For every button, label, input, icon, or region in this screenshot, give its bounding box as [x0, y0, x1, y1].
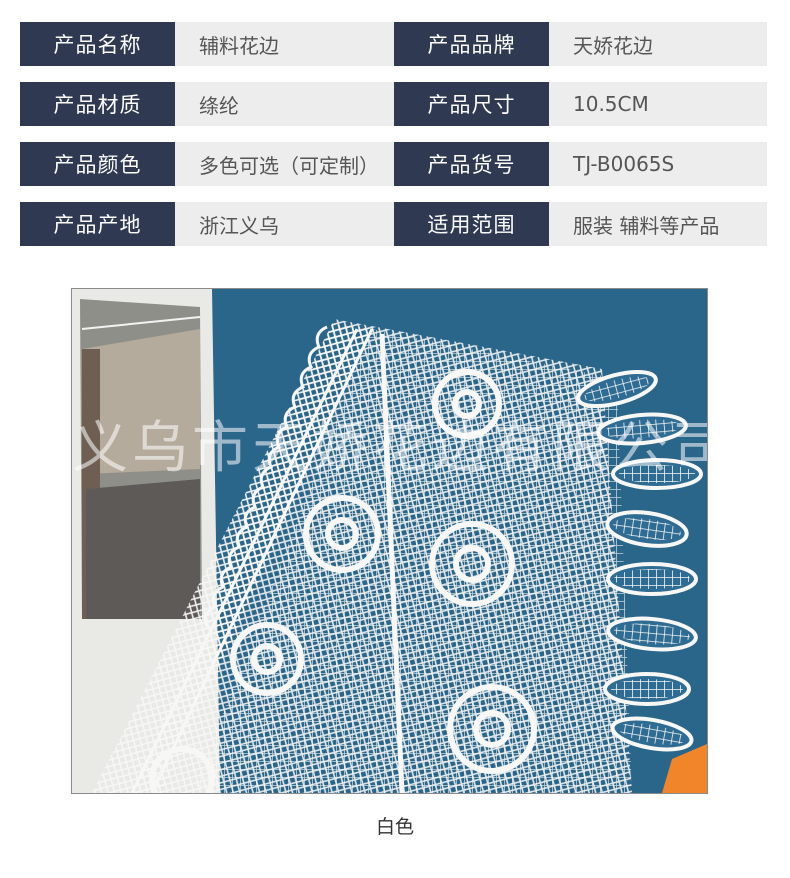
spec-value: 多色可选（可定制） — [175, 142, 394, 186]
spec-value: 10.5CM — [549, 82, 767, 126]
spec-value: 辅料花边 — [175, 22, 394, 66]
watermark-text: 义乌市天娇花边有限公司 — [72, 416, 707, 481]
spec-label: 产品品牌 — [394, 22, 549, 66]
spec-label: 产品材质 — [20, 82, 175, 126]
spec-value: 服装 辅料等产品 — [549, 202, 767, 246]
spec-value: TJ-B0065S — [549, 142, 767, 186]
spec-row-1: 产品名称 辅料花边 产品品牌 天娇花边 — [20, 22, 767, 66]
spec-label: 产品货号 — [394, 142, 549, 186]
spec-label: 产品尺寸 — [394, 82, 549, 126]
spec-value: 天娇花边 — [549, 22, 767, 66]
color-caption: 白色 — [375, 816, 414, 838]
spec-label: 适用范围 — [394, 202, 549, 246]
spec-label: 产品产地 — [20, 202, 175, 246]
orange-corner — [662, 744, 707, 793]
spec-value: 绦纶 — [175, 82, 394, 126]
spec-label: 产品名称 — [20, 22, 175, 66]
lace-fabric — [92, 319, 703, 793]
lace-illustration: 义乌市天娇花边有限公司 — [72, 289, 707, 793]
product-photo: 义乌市天娇花边有限公司 — [71, 288, 708, 794]
spec-label: 产品颜色 — [20, 142, 175, 186]
spec-row-3: 产品颜色 多色可选（可定制） 产品货号 TJ-B0065S — [20, 142, 767, 186]
spec-table: 产品名称 辅料花边 产品品牌 天娇花边 产品材质 绦纶 产品尺寸 10.5CM … — [20, 22, 767, 262]
background-print — [72, 289, 220, 793]
spec-row-4: 产品产地 浙江义乌 适用范围 服装 辅料等产品 — [20, 202, 767, 246]
spec-row-2: 产品材质 绦纶 产品尺寸 10.5CM — [20, 82, 767, 126]
spec-value: 浙江义乌 — [175, 202, 394, 246]
